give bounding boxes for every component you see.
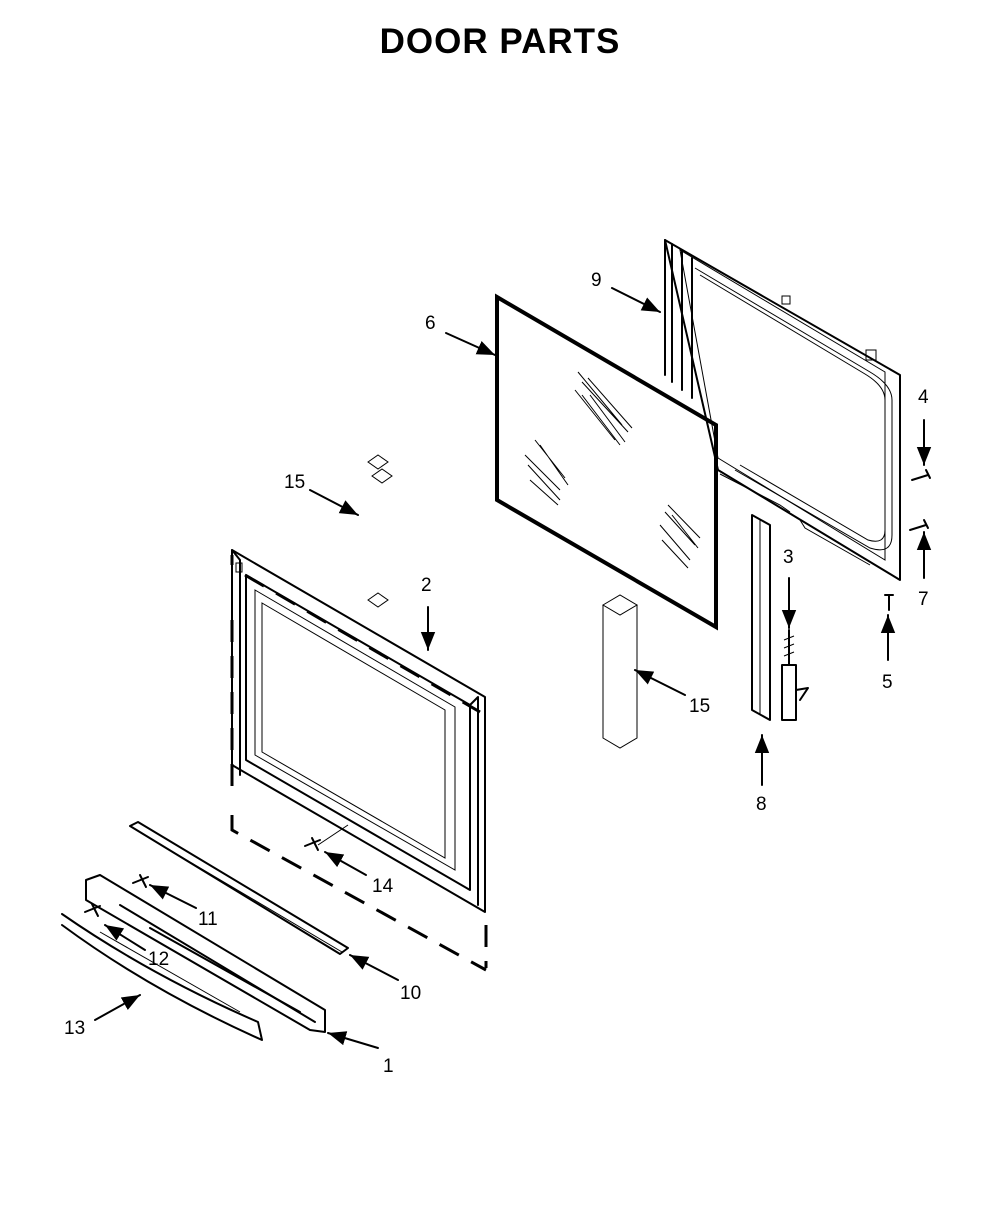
callout-12: 12 [148, 949, 169, 970]
screws-drawing [884, 469, 931, 611]
page-title: DOOR PARTS [379, 22, 621, 61]
callout-10: 10 [400, 983, 421, 1004]
callout-6: 6 [425, 313, 436, 334]
door-frame-bottom-drawing [85, 874, 326, 1033]
callout-9: 9 [591, 270, 602, 291]
door-glass-drawing [495, 293, 718, 631]
insulation-upper-drawing [367, 454, 393, 608]
callout-11: 11 [198, 909, 218, 930]
callout-8: 8 [756, 794, 767, 815]
insulation-lower-drawing [602, 594, 638, 749]
handle-trim-drawing [129, 821, 349, 955]
callout-13: 13 [64, 1018, 85, 1039]
callout-5: 5 [882, 672, 893, 693]
leader-arrows [94, 287, 932, 1049]
small-parts-drawing [84, 837, 321, 917]
callout-3: 3 [783, 547, 794, 568]
hinge-channel-drawing [751, 514, 809, 721]
door-handle-drawing [61, 913, 263, 1041]
part-number-labels: 1 2 3 4 5 6 7 8 9 10 11 12 13 14 15 15 [64, 270, 929, 1077]
callout-15-lower: 15 [689, 696, 710, 717]
inner-door-liner-drawing [664, 239, 901, 581]
callout-4: 4 [918, 387, 929, 408]
callout-15-upper: 15 [284, 472, 305, 493]
callout-14: 14 [372, 876, 394, 897]
outer-door-panel-drawing [230, 549, 488, 972]
callout-1: 1 [383, 1056, 394, 1077]
callout-7: 7 [918, 589, 929, 610]
callout-2: 2 [421, 575, 432, 596]
